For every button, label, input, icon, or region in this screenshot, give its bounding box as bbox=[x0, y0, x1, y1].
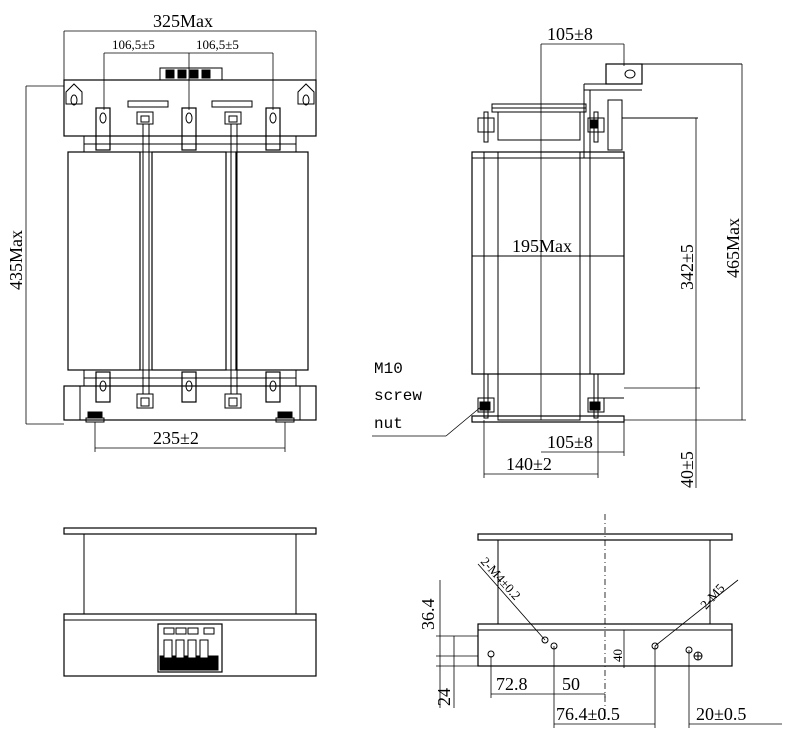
label-24: 24 bbox=[434, 688, 454, 706]
side-base-spacing-label: 140±2 bbox=[506, 454, 552, 474]
side-terminal-height-label: 342±5 bbox=[677, 244, 697, 290]
coil-middle bbox=[151, 151, 227, 371]
label-76-4: 76.4±0.5 bbox=[556, 704, 620, 724]
base-view: 36.4 24 2-M4±0.2 2-M5 40 72.8 50 76.4±0.… bbox=[418, 514, 782, 728]
label-50: 50 bbox=[562, 674, 580, 694]
front-width-label: 325Max bbox=[153, 11, 213, 31]
front-mount-spacing-label: 235±2 bbox=[153, 428, 199, 448]
side-depth-label: 195Max bbox=[512, 236, 572, 256]
label-40: 40 bbox=[610, 649, 625, 662]
front-height-label: 435Max bbox=[6, 230, 26, 290]
coil-right bbox=[235, 151, 309, 371]
hole-label-right: 2-M5 bbox=[697, 581, 727, 613]
front-view: 325Max 106,5±5 106,5±5 435Max bbox=[6, 11, 317, 452]
callout-line2: screw bbox=[374, 387, 422, 405]
side-overall-height-label: 465Max bbox=[723, 218, 743, 278]
side-view: 105±8 195Max bbox=[372, 24, 746, 488]
pitch-right-label: 106,5±5 bbox=[196, 37, 239, 52]
label-36-4: 36.4 bbox=[418, 599, 438, 631]
terminal-lug-top-right bbox=[265, 107, 281, 151]
side-bottom-offset-label: 105±8 bbox=[547, 432, 593, 452]
pitch-left-label: 106,5±5 bbox=[112, 37, 155, 52]
label-72-8: 72.8 bbox=[496, 674, 528, 694]
coil-left bbox=[67, 151, 141, 371]
terminal-lug-top-mid bbox=[181, 107, 197, 151]
hole-label-left: 2-M4±0.2 bbox=[478, 554, 524, 603]
side-top-offset-label: 105±8 bbox=[547, 24, 593, 44]
callout-line3: nut bbox=[374, 415, 403, 433]
terminal-block bbox=[157, 623, 223, 673]
terminal-lug-top-left bbox=[95, 107, 111, 151]
callout-line1: M10 bbox=[374, 360, 403, 378]
plan-view bbox=[63, 527, 317, 677]
side-base-height-label: 40±5 bbox=[677, 451, 697, 488]
label-20: 20±0.5 bbox=[696, 704, 746, 724]
